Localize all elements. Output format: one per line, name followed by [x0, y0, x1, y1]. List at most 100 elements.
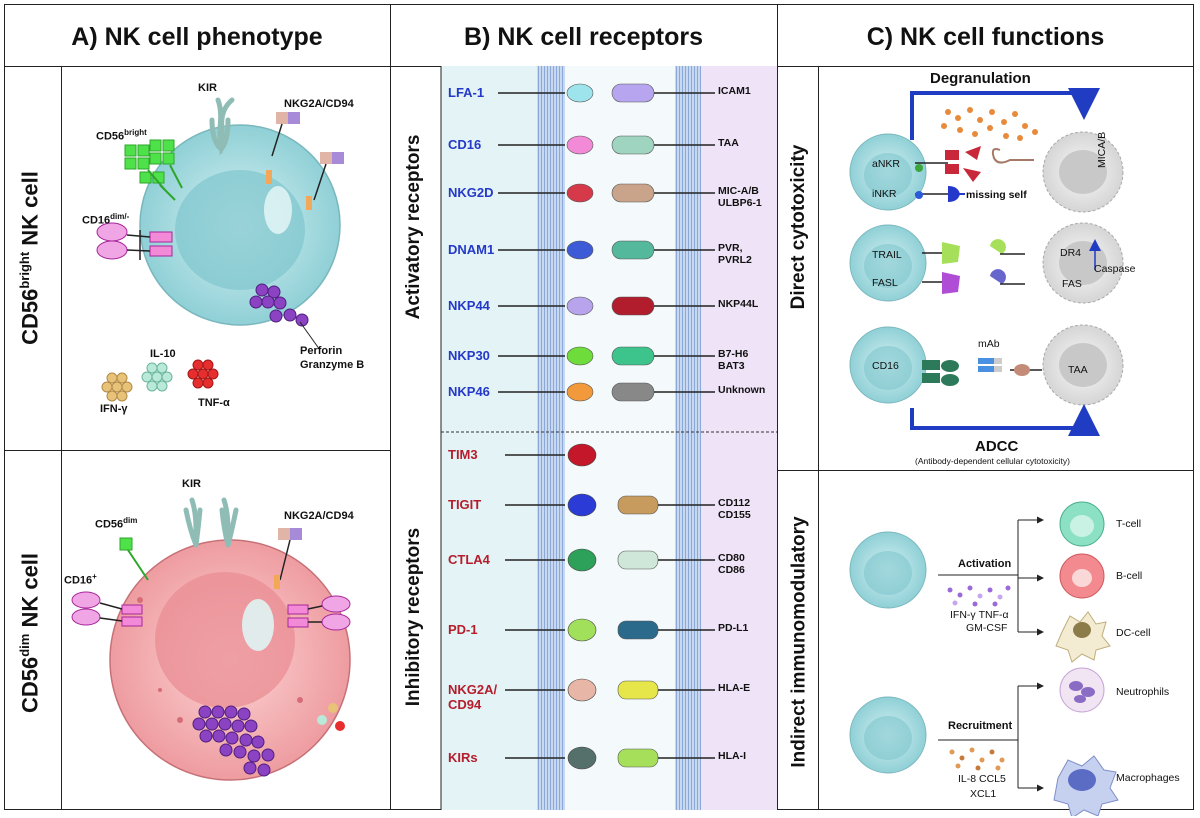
ligand-pd-1-shape	[617, 620, 659, 640]
b-cell-label: B-cell	[1116, 570, 1143, 582]
perforin-granules-bottom	[192, 705, 275, 777]
inkr-receptor	[915, 186, 965, 202]
receptor-nkp44-label: NKP44	[448, 298, 490, 313]
direct-cytotoxicity-title: Direct cytotoxicity	[788, 144, 809, 310]
ligand-nkp44-shape	[611, 296, 655, 316]
perforin-granules-top	[249, 283, 309, 327]
inkr-label: iNKR	[872, 188, 897, 200]
ligand-tigit-label: CD112 CD155	[718, 497, 751, 521]
mica-b-label: MICA/B	[1096, 131, 1108, 168]
receptor-nkg2d-label: NKG2D	[448, 185, 494, 200]
tnfa-label: TNF-α	[198, 397, 230, 409]
receptor-pd-1-domain	[567, 618, 597, 642]
ligand-pd-1-label: PD-L1	[718, 622, 749, 634]
dc-cell-label: DC-cell	[1116, 627, 1151, 639]
granzyme-label: Granzyme B	[300, 359, 365, 371]
cd56-dim-receptor	[119, 537, 149, 581]
receptor-cd16-domain	[566, 135, 594, 155]
target-membrane	[675, 66, 701, 810]
ligand-nkg2a-cd94-label: HLA-E	[718, 682, 751, 694]
receptor-tigit-domain	[567, 493, 597, 517]
divider-b-c	[777, 4, 778, 810]
t-cell	[1059, 501, 1105, 547]
ifn-gamma-cluster	[101, 372, 133, 402]
receptor-lfa-1-label: LFA-1	[448, 85, 485, 100]
nk-cell-side-bg	[441, 66, 537, 810]
ifng-label: IFN-γ	[100, 403, 128, 415]
perforin-pointer	[299, 321, 321, 351]
cd16-adcc-label: CD16	[872, 360, 899, 372]
ligand-nkp44-label: NKP44L	[718, 298, 759, 310]
perforin-label: Perforin	[300, 345, 343, 357]
receptor-nkp46-domain	[566, 382, 594, 402]
trail-label: TRAIL	[872, 249, 902, 261]
adcc-arrow	[910, 404, 1100, 436]
ligand-nkp46-label: Unknown	[718, 384, 766, 396]
ligand-lfa-1-label: ICAM1	[718, 85, 751, 97]
mab-label: mAb	[978, 338, 1000, 350]
receptor-ctla4-domain	[567, 548, 597, 572]
ligand-cd16-label: TAA	[718, 137, 739, 149]
caspase-label: Caspase	[1094, 263, 1136, 275]
cd16-dim-label: CD16dim/-	[82, 212, 130, 227]
macrophages-label: Macrophages	[1116, 772, 1180, 784]
receptor-nkp44-domain	[566, 296, 594, 316]
activation-bracket	[1017, 519, 1040, 633]
target-cell-side-bg	[701, 66, 777, 810]
cd56-bright-receptors	[124, 139, 183, 201]
receptor-nkg2a-cd94-domain	[567, 678, 597, 702]
divider-a-b	[390, 4, 391, 810]
ligand-dnam1-shape	[611, 240, 655, 260]
nkg2a-cd94-bottom	[274, 528, 302, 589]
dc-cell	[1055, 611, 1111, 663]
fasl-receptor	[922, 269, 1025, 294]
receptor-tim3-label: TIM3	[448, 447, 478, 462]
nk-membrane	[537, 66, 565, 810]
ankr-receptor	[915, 146, 1034, 182]
divider-a-labels	[61, 66, 62, 810]
ankr-label: aNKR	[872, 158, 901, 170]
ligand-kirs-shape	[617, 748, 659, 768]
divider-c-labels	[818, 66, 819, 810]
panel-a-title: A) NK cell phenotype	[71, 23, 323, 51]
receptor-nkp30-label: NKP30	[448, 348, 490, 363]
receptor-rows	[498, 83, 715, 770]
fasl-label: FASL	[872, 277, 898, 289]
ligand-nkg2d-shape	[611, 183, 655, 203]
divider-c-rows	[777, 470, 1194, 471]
kir-receptor-bottom	[183, 497, 239, 548]
nkg2a-label-bottom: NKG2A/CD94	[284, 510, 354, 522]
kir-receptor-top	[209, 97, 235, 156]
adcc-label: ADCC	[975, 438, 1019, 455]
macrophage-cell	[1053, 755, 1119, 816]
released-cytokines-bottom	[317, 703, 345, 731]
neutrophil-cell	[1059, 667, 1105, 713]
missing-self-label: missing self	[966, 189, 1027, 201]
inhibitory-receptors-title: Inhibitory receptors	[403, 527, 424, 707]
activation-cytokines	[947, 585, 1011, 607]
cd56-bright-nk-cell	[139, 124, 341, 326]
panel-b-title: B) NK cell receptors	[464, 23, 703, 51]
adcc-full-label: (Antibody-dependent cellular cytotoxicit…	[915, 456, 1070, 466]
tnf-alpha-cluster	[187, 359, 219, 389]
dr4-label: DR4	[1060, 247, 1082, 259]
il10-label: IL-10	[150, 348, 176, 360]
ligand-nkp46-shape	[611, 382, 655, 402]
cd56-dim-nk-cell	[109, 539, 351, 781]
adcc-complex	[922, 358, 1042, 386]
ligand-ctla4-label: CD80 CD86	[718, 552, 745, 576]
kir-label-bottom: KIR	[182, 478, 201, 490]
receptor-tim3-domain	[567, 443, 597, 467]
receptor-dnam1-domain	[566, 240, 594, 260]
receptor-nkg2d-domain	[566, 183, 594, 203]
ligand-lfa-1-shape	[611, 83, 655, 103]
cd16-plus-label: CD16+	[64, 572, 97, 587]
recruitment-cytokines-2: XCL1	[970, 788, 997, 800]
receptor-nkg2a-cd94-label: NKG2A/ CD94	[448, 682, 498, 712]
activation-cytokines-2: GM-CSF	[966, 622, 1008, 634]
cd16-dim-receptor	[96, 222, 173, 260]
ligand-nkp30-label: B7-H6 BAT3	[718, 348, 749, 372]
panel-c-title: C) NK cell functions	[866, 23, 1105, 51]
activation-label: Activation	[958, 558, 1012, 570]
